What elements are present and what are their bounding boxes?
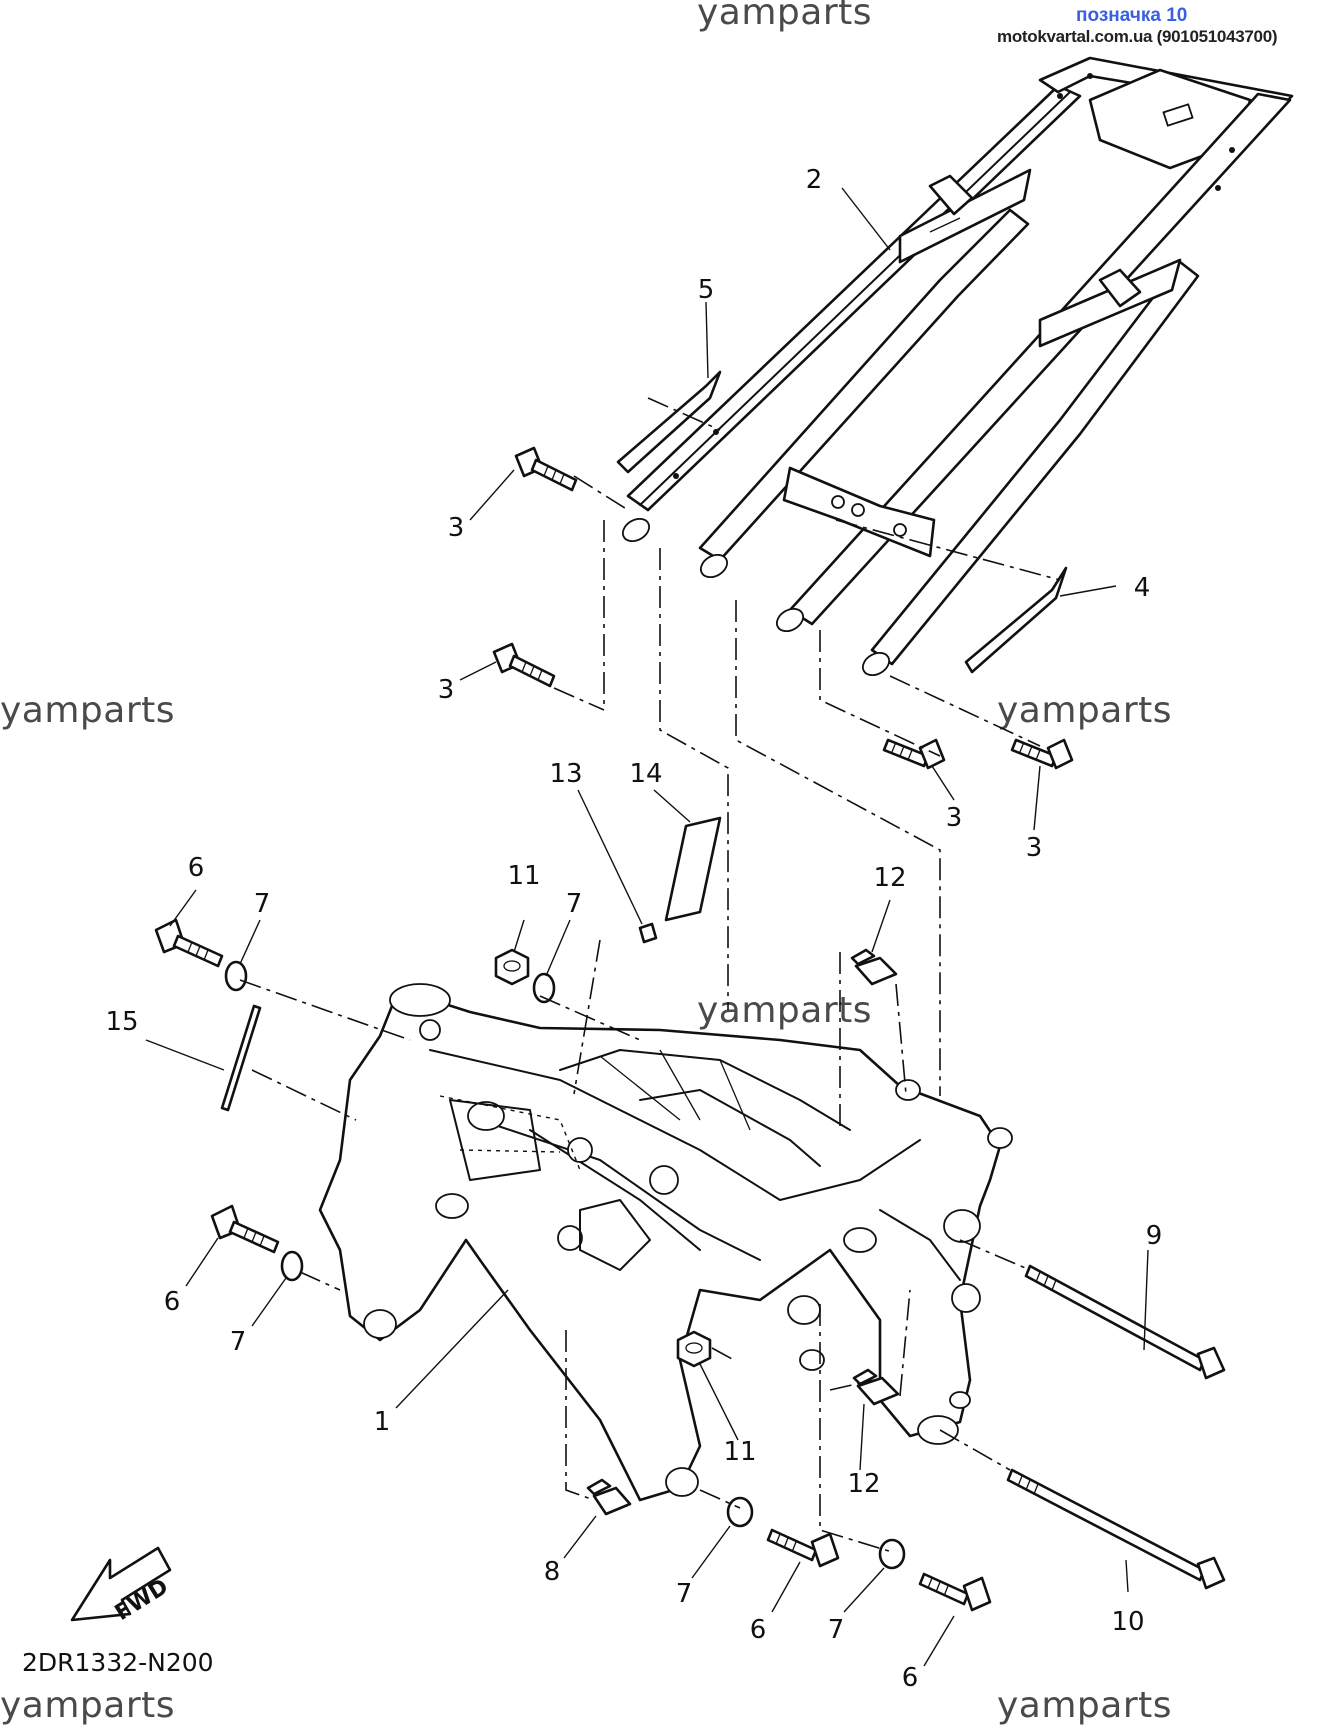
callout-9: 9 (1146, 1221, 1163, 1251)
callout-6: 6 (164, 1287, 181, 1317)
watermark-center: yamparts (697, 990, 873, 1031)
callout-3: 3 (438, 675, 455, 705)
callout-4: 4 (1134, 573, 1151, 603)
callout-13: 13 (549, 759, 582, 789)
callout-15: 15 (105, 1007, 138, 1037)
callout-7: 7 (254, 889, 271, 919)
nut-11-lower (676, 1330, 712, 1368)
diagram-code: 2DR1332-N200 (22, 1648, 214, 1677)
bolt-3-upper (514, 446, 578, 492)
fwd-arrow-icon: FWD (70, 1546, 173, 1626)
callout-2: 2 (806, 165, 823, 195)
callout-12: 12 (847, 1469, 880, 1499)
callout-1: 1 (374, 1407, 391, 1437)
watermark-right: yamparts (997, 690, 1173, 731)
bolt-6-bottom-right (918, 1572, 992, 1612)
label-sticker (664, 816, 722, 922)
callout-8: 8 (544, 1557, 561, 1587)
callout-10: 10 (1111, 1607, 1144, 1637)
callout-6: 6 (188, 853, 205, 883)
callout-11: 11 (723, 1437, 756, 1467)
bolt-12-upper (850, 948, 898, 986)
callout-11: 11 (507, 861, 540, 891)
rear-frame-cover-right (964, 566, 1068, 674)
bolt-6-upper (154, 918, 224, 968)
source-caption: motokvartal.com.ua (901051043700) (997, 27, 1278, 46)
callout-3: 3 (1026, 833, 1043, 863)
rear-frame-cover-left (616, 370, 722, 474)
callout-14: 14 (629, 759, 662, 789)
washer-7-bottom-right (878, 1538, 906, 1570)
bolt-6-bottom-mid (766, 1528, 840, 1568)
callout-6: 6 (902, 1663, 919, 1693)
callout-7: 7 (230, 1327, 247, 1357)
bolt-3-right (1010, 738, 1074, 770)
callout-3: 3 (946, 803, 963, 833)
bolt-8 (586, 1478, 632, 1516)
watermark-top: yamparts (697, 0, 873, 33)
washer-7-upper (224, 960, 248, 992)
callout-7: 7 (566, 889, 583, 919)
callout-7: 7 (828, 1615, 845, 1645)
washer-7-bottom-mid (726, 1496, 754, 1528)
washer-7-upper-mid (532, 972, 556, 1004)
bolt-6-left (210, 1204, 280, 1254)
reference-label: позначка 10 (1076, 5, 1188, 26)
clip-part (638, 922, 658, 944)
bolt-3-mid (882, 738, 946, 770)
long-bolt-10 (1006, 1468, 1226, 1590)
callout-6: 6 (750, 1615, 767, 1645)
callout-12: 12 (873, 863, 906, 893)
main-frame-part (318, 983, 1013, 1502)
callout-3: 3 (448, 513, 465, 543)
callout-5: 5 (698, 275, 715, 305)
rod-part (220, 1004, 262, 1112)
washer-7-left (280, 1250, 304, 1282)
nut-11-upper (494, 948, 530, 986)
watermark-left: yamparts (0, 690, 176, 731)
rear-frame-part (621, 56, 1294, 677)
long-bolt-9 (1024, 1264, 1226, 1380)
callout-7: 7 (676, 1579, 693, 1609)
bolt-3-lower (492, 642, 556, 688)
